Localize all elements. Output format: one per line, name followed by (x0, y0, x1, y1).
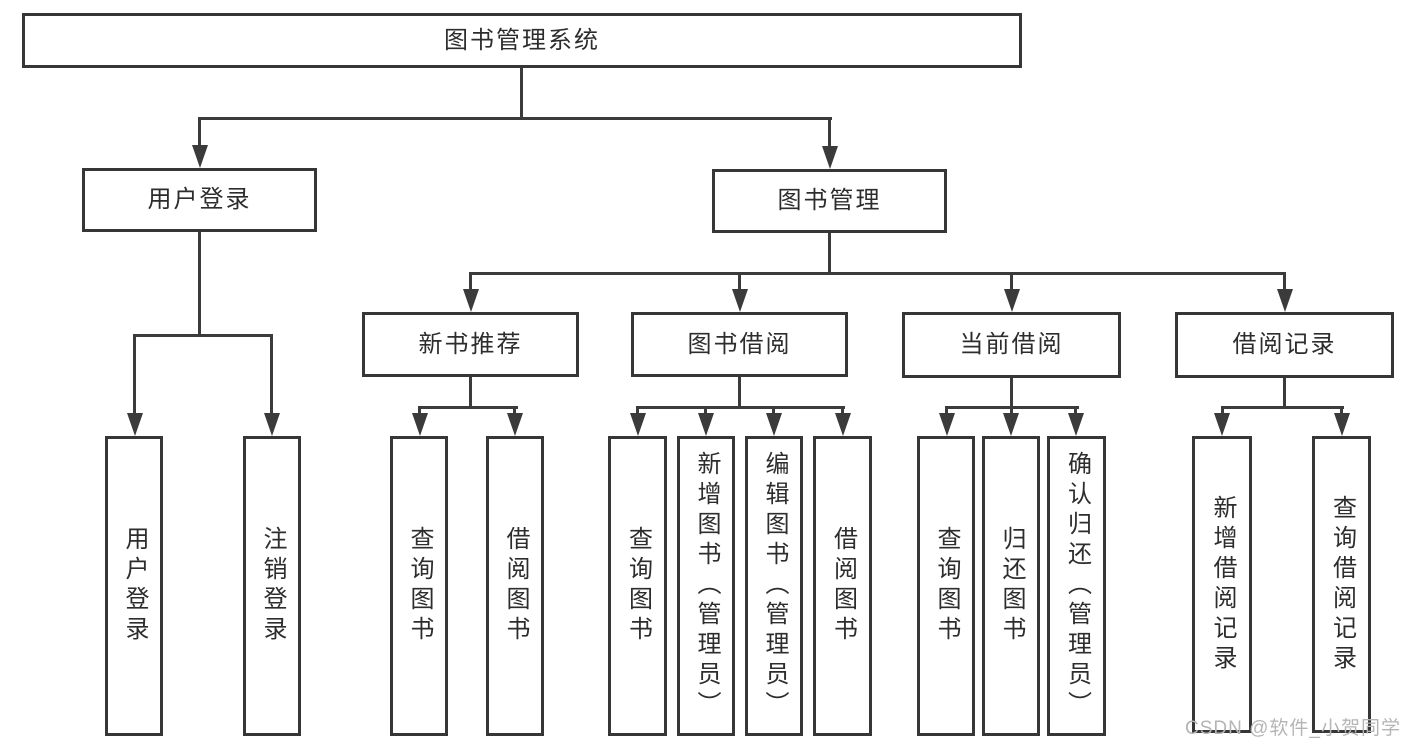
connector-borrow-stem-4 (841, 406, 844, 416)
leaf-borrowing-add-books-admin: 新增图书（管理员） (677, 436, 735, 736)
arrow-down-icon (1068, 413, 1084, 436)
leaf-current-confirm-return-admin: 确认归还（管理员） (1047, 436, 1106, 736)
connector-borrow-vline (738, 377, 741, 408)
leaf-records-add-record: 新增借阅记录 (1192, 436, 1252, 733)
leaf-current-query-books: 查询图书 (917, 436, 975, 736)
arrow-down-icon (412, 413, 428, 436)
connector-mgmt-stem-1 (469, 272, 472, 291)
node-user-login: 用户登录 (82, 168, 317, 232)
connector-login-stem-2 (270, 334, 273, 415)
connector-borrow-stem-1 (636, 406, 639, 416)
connector-newbook-hline (418, 406, 518, 409)
connector-current-stem-2 (1010, 406, 1013, 416)
csdn-watermark: CSDN @软件_小贺同学 (1185, 718, 1401, 739)
arrow-down-icon (507, 413, 523, 436)
connector-records-hline (1221, 406, 1344, 409)
connector-current-vline (1010, 378, 1013, 408)
connector-borrow-hline (636, 406, 845, 409)
connector-current-stem-3 (1074, 406, 1077, 416)
arrow-down-icon (835, 413, 851, 436)
connector-mgmt-stem-3 (1010, 272, 1013, 291)
arrow-down-icon (1277, 289, 1293, 312)
connector-mgmt-stem-2 (738, 272, 741, 291)
arrow-down-icon (822, 146, 838, 169)
node-root: 图书管理系统 (22, 13, 1022, 68)
connector-login-stem-1 (133, 334, 136, 415)
leaf-records-query-record: 查询借阅记录 (1312, 436, 1371, 733)
connector-newbook-vline (469, 377, 472, 408)
arrow-down-icon (766, 413, 782, 436)
arrow-down-icon (1004, 289, 1020, 312)
node-current-borrowing: 当前借阅 (902, 312, 1121, 378)
node-new-book-recommend: 新书推荐 (362, 312, 579, 377)
connector-borrow-stem-2 (704, 406, 707, 416)
node-book-management: 图书管理 (712, 169, 947, 233)
arrow-down-icon (1003, 413, 1019, 436)
connector-root-vline (520, 68, 523, 120)
connector-mgmt-stem-4 (1283, 272, 1286, 291)
arrow-down-icon (1334, 413, 1350, 436)
arrow-down-icon (939, 413, 955, 436)
connector-root-stem-right (828, 117, 831, 148)
connector-records-stem-2 (1340, 406, 1343, 416)
node-book-borrowing: 图书借阅 (631, 312, 848, 377)
arrow-down-icon (264, 413, 280, 436)
connector-records-stem-1 (1221, 406, 1224, 416)
connector-mgmt-hline (469, 272, 1286, 275)
connector-login-vline (198, 232, 201, 336)
leaf-borrowing-edit-books-admin: 编辑图书（管理员） (745, 436, 803, 736)
leaf-current-return-books: 归还图书 (982, 436, 1040, 736)
arrow-down-icon (630, 413, 646, 436)
arrow-down-icon (732, 289, 748, 312)
leaf-borrowing-query-books: 查询图书 (608, 436, 667, 736)
connector-login-hline (133, 334, 273, 337)
connector-root-hline (198, 117, 832, 120)
arrow-down-icon (192, 145, 208, 168)
connector-borrow-stem-3 (772, 406, 775, 416)
leaf-user-login: 用户登录 (105, 436, 163, 736)
connector-records-vline (1283, 378, 1286, 408)
connector-current-stem-1 (945, 406, 948, 416)
connector-root-stem-left (198, 117, 201, 147)
leaf-newbook-query-books: 查询图书 (390, 436, 448, 736)
arrow-down-icon (127, 413, 143, 436)
connector-newbook-stem-1 (418, 406, 421, 416)
arrow-down-icon (698, 413, 714, 436)
leaf-newbook-borrow-books: 借阅图书 (486, 436, 544, 736)
node-borrowing-records: 借阅记录 (1175, 312, 1394, 378)
leaf-borrowing-borrow-books: 借阅图书 (813, 436, 872, 736)
arrow-down-icon (463, 289, 479, 312)
connector-newbook-stem-2 (513, 406, 516, 416)
connector-mgmt-vline (828, 233, 831, 274)
leaf-logout: 注销登录 (243, 436, 301, 736)
arrow-down-icon (1214, 413, 1230, 436)
